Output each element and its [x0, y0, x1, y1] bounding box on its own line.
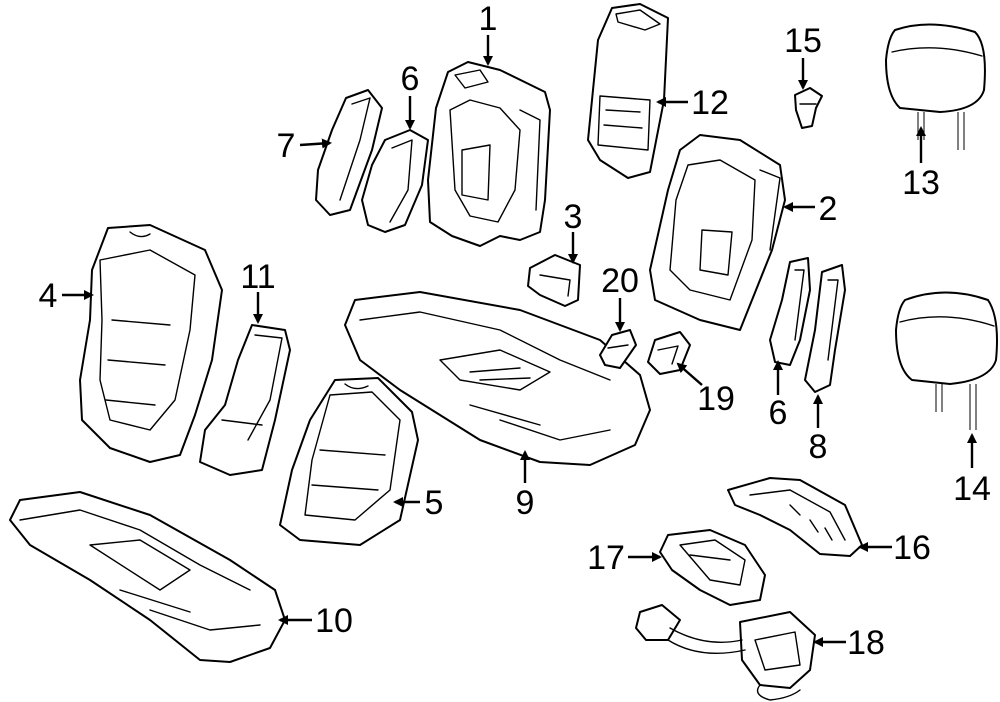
callout-17[interactable]: 17: [587, 539, 625, 577]
callout-7[interactable]: 7: [277, 127, 296, 165]
arrow-7: [299, 138, 332, 149]
callout-8[interactable]: 8: [809, 428, 828, 466]
part-2-seat-back-right[interactable]: [649, 134, 786, 331]
part-16-module[interactable]: [727, 477, 863, 557]
part-13-headrest[interactable]: [885, 23, 986, 150]
part-8-side-trim[interactable]: [804, 264, 846, 393]
callout-6-right[interactable]: 6: [769, 394, 788, 432]
part-15-clip[interactable]: [794, 87, 823, 129]
part-17-switch-assembly[interactable]: [659, 529, 766, 606]
part-5-seat-back[interactable]: [279, 377, 419, 546]
callout-18[interactable]: 18: [847, 624, 885, 662]
callout-11[interactable]: 11: [240, 258, 275, 296]
part-12-armrest-frame[interactable]: [587, 3, 669, 179]
part-7-side-bolster[interactable]: [315, 89, 383, 216]
callout-9[interactable]: 9: [516, 484, 535, 522]
callout-16[interactable]: 16: [893, 529, 931, 567]
callout-arrows: [62, 35, 977, 647]
callout-3[interactable]: 3: [564, 198, 583, 236]
part-4-seat-back-left[interactable]: [79, 224, 223, 463]
part-11-pad[interactable]: [199, 324, 291, 476]
part-14-headrest[interactable]: [895, 291, 998, 431]
part-1-seat-back-center[interactable]: [427, 61, 551, 247]
callout-12[interactable]: 12: [691, 84, 729, 122]
callout-5[interactable]: 5: [425, 484, 444, 522]
callout-19[interactable]: 19: [697, 380, 735, 418]
part-6-side-trim-right[interactable]: [769, 257, 811, 366]
part-18-wiring-harness[interactable]: [635, 604, 816, 701]
callout-10[interactable]: 10: [315, 602, 353, 640]
callout-15[interactable]: 15: [784, 22, 822, 60]
arrow-19: [676, 362, 703, 386]
part-6-side-bolster-upper[interactable]: [361, 129, 429, 233]
part-9-seat-cushion-center[interactable]: [344, 291, 651, 466]
part-20-bracket[interactable]: [599, 329, 637, 369]
callout-13[interactable]: 13: [902, 164, 940, 202]
callout-20[interactable]: 20: [601, 262, 639, 300]
part-10-seat-cushion-left[interactable]: [9, 491, 286, 663]
callout-4[interactable]: 4: [39, 277, 58, 315]
part-3-bracket[interactable]: [527, 254, 581, 307]
callout-6-upper[interactable]: 6: [401, 60, 420, 98]
callout-14[interactable]: 14: [953, 470, 991, 508]
callout-1[interactable]: 1: [479, 0, 498, 38]
callout-2[interactable]: 2: [819, 190, 838, 228]
callout-labels: 1 2 3 4 5 6 6 7 8 9 10 11 12 13 14 15 16…: [39, 0, 991, 662]
